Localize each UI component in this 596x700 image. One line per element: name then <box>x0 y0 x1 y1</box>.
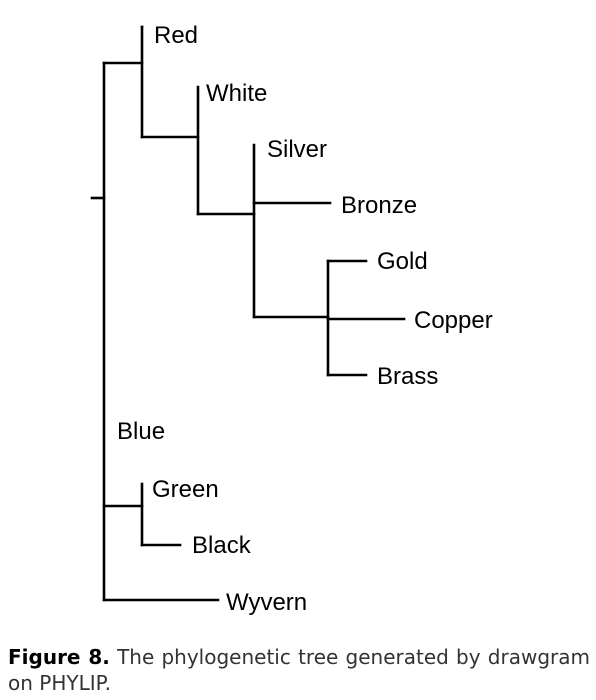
caption-text: The phylogenetic tree generated by drawg… <box>8 645 590 695</box>
leaf-label-bronze: Bronze <box>341 192 417 219</box>
leaf-label-wyvern: Wyvern <box>226 589 307 616</box>
phylogenetic-tree: Red White Silver Bronze Gold Copper Bras… <box>90 22 493 616</box>
leaf-label-copper: Copper <box>414 307 493 334</box>
leaf-label-brass: Brass <box>377 363 438 390</box>
leaf-label-green: Green <box>152 476 219 503</box>
figure-label: Figure 8. <box>8 645 110 669</box>
leaf-label-silver: Silver <box>267 136 327 163</box>
leaf-label-black: Black <box>192 532 252 559</box>
leaf-label-white: White <box>206 80 267 107</box>
figure-caption: Figure 8. The phylogenetic tree generate… <box>8 644 590 696</box>
leaf-label-red: Red <box>154 22 198 49</box>
leaf-label-blue: Blue <box>117 418 165 445</box>
leaf-label-gold: Gold <box>377 248 428 275</box>
